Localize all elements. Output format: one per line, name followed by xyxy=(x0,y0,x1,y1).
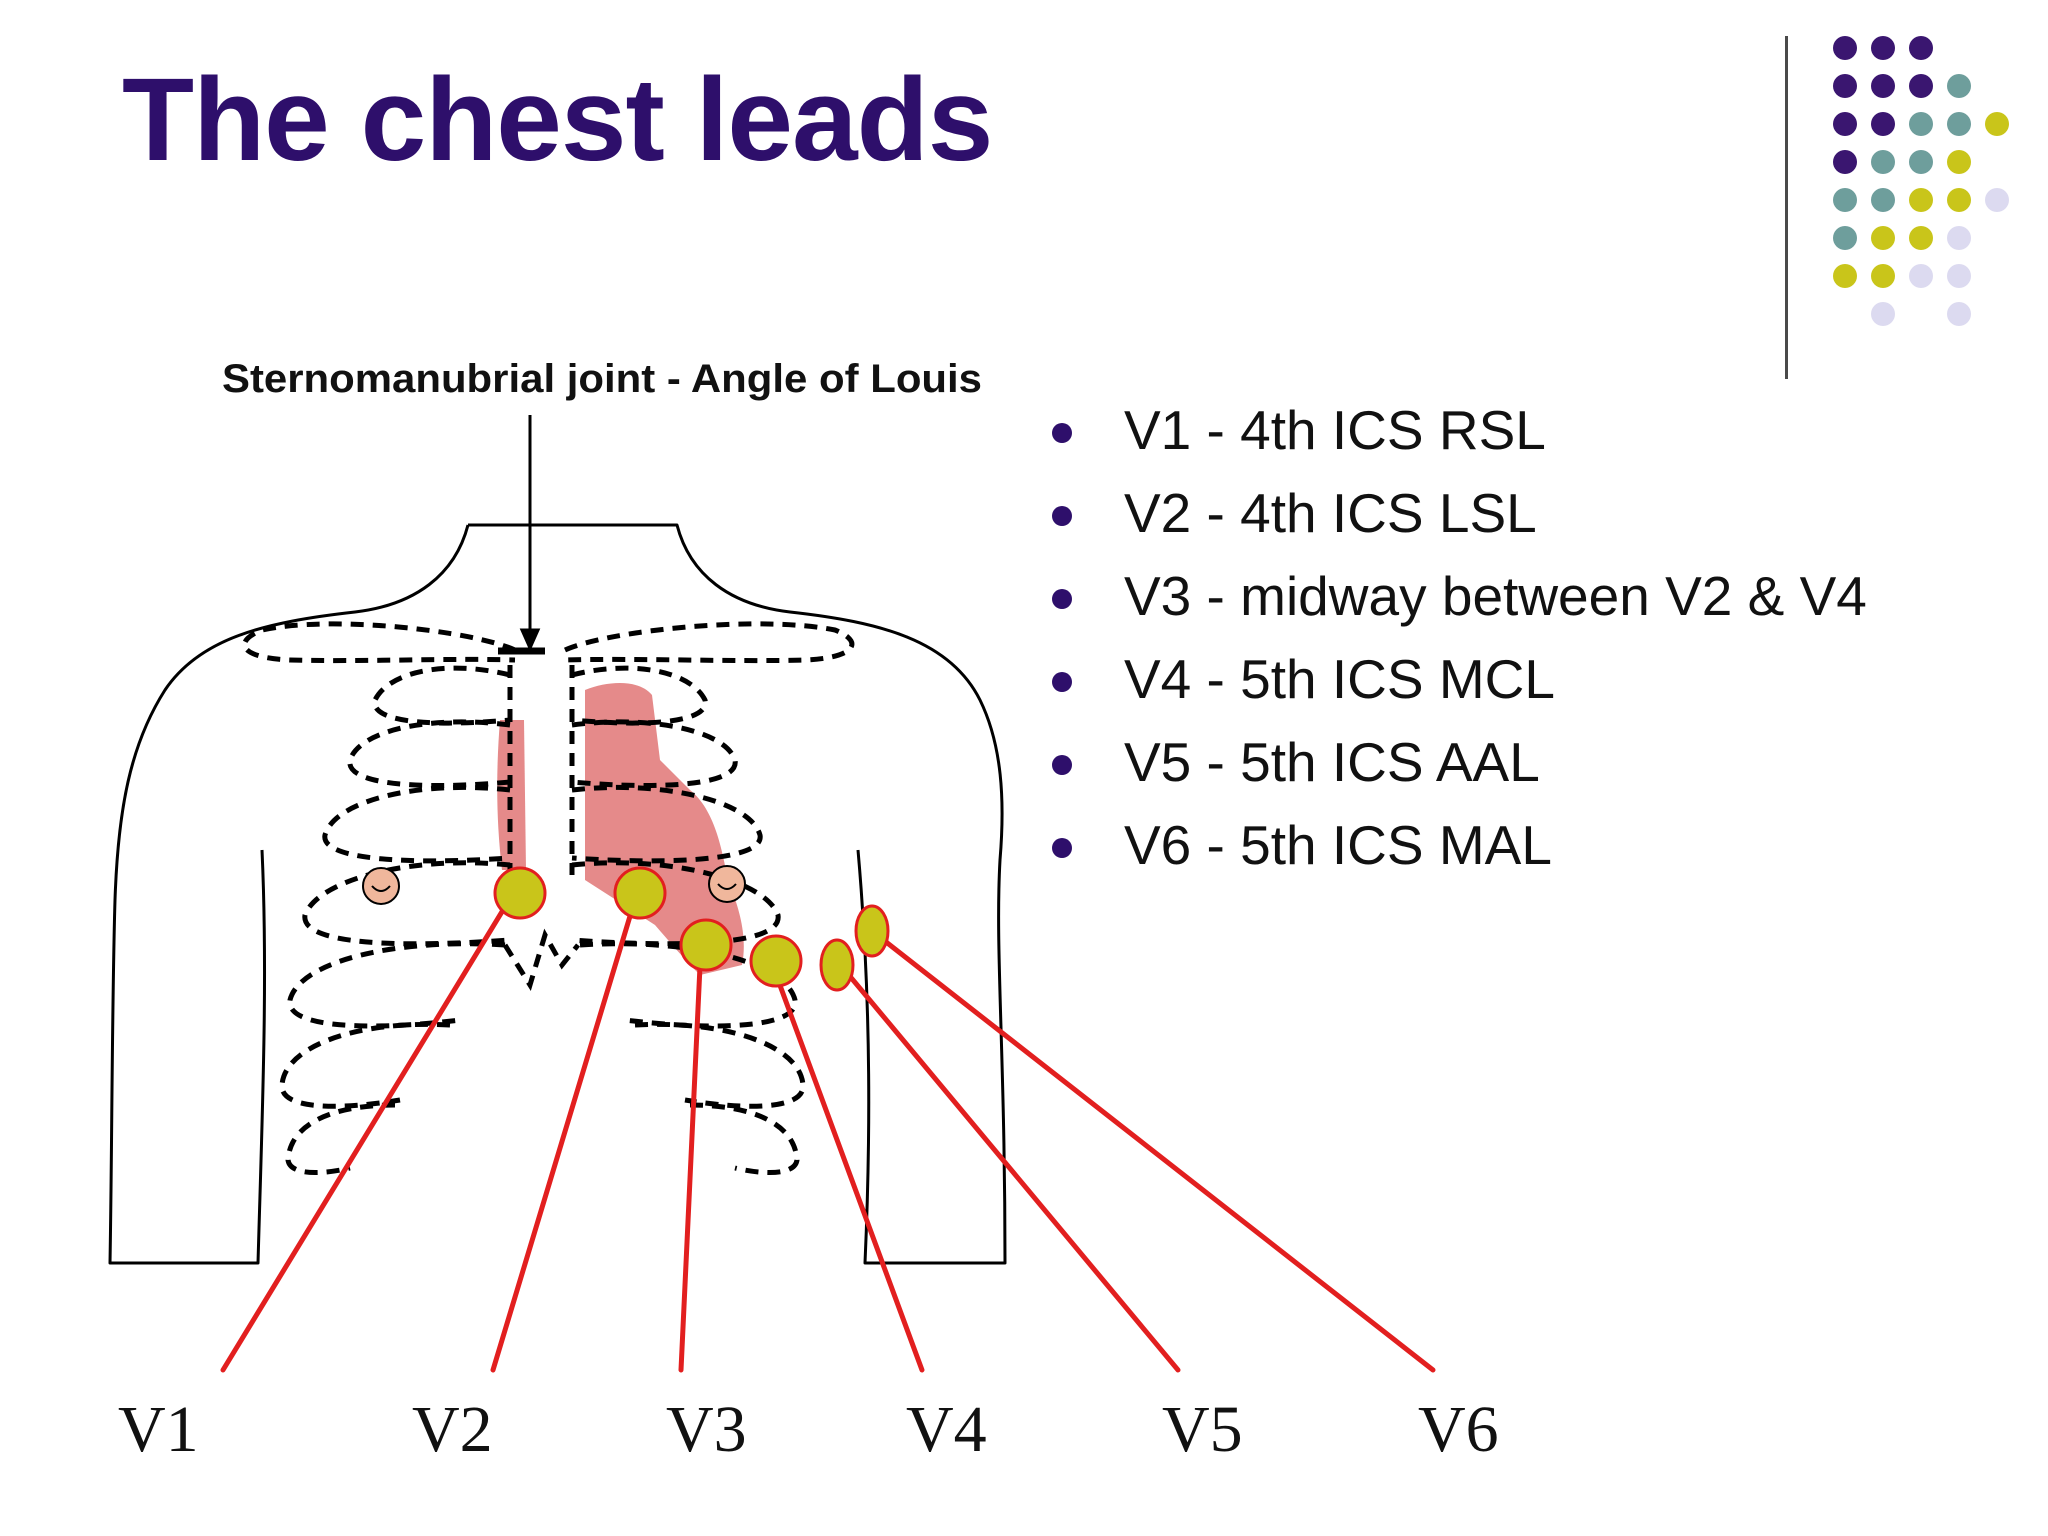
decorative-dot xyxy=(1947,112,1971,136)
electrode-v1 xyxy=(493,866,547,920)
lead-description: V4 - 5th ICS MCL xyxy=(1124,648,1555,710)
decorative-dot xyxy=(1871,264,1895,288)
electrode-v6 xyxy=(854,904,890,958)
title-divider xyxy=(1785,36,1788,379)
bullet-icon xyxy=(1052,672,1072,692)
electrode-v5 xyxy=(819,938,855,992)
electrodes xyxy=(493,866,890,992)
lead-label-v1: V1 xyxy=(118,1393,199,1466)
lead-label-v5: V5 xyxy=(1162,1393,1243,1466)
list-item: V4 - 5th ICS MCL xyxy=(1040,644,1867,727)
electrode-v3 xyxy=(679,918,733,972)
decorative-dot xyxy=(1985,188,2009,212)
angle-of-louis-label: Sternomanubrial joint - Angle of Louis xyxy=(222,357,982,401)
decorative-dot xyxy=(1833,36,1857,60)
decorative-dot xyxy=(1871,302,1895,326)
lead-description: V5 - 5th ICS AAL xyxy=(1124,731,1540,793)
decorative-dot xyxy=(1833,150,1857,174)
decorative-dot xyxy=(1833,188,1857,212)
list-item: V2 - 4th ICS LSL xyxy=(1040,478,1867,561)
list-item: V5 - 5th ICS AAL xyxy=(1040,727,1867,810)
list-item: V1 - 4th ICS RSL xyxy=(1040,395,1867,478)
decorative-dot xyxy=(1947,264,1971,288)
lead-wire-v5 xyxy=(840,965,1181,1373)
decorative-dot xyxy=(1909,264,1933,288)
decorative-dot xyxy=(1909,226,1933,250)
decorative-dot xyxy=(1947,302,1971,326)
right-nipple xyxy=(362,867,400,905)
decorative-dot xyxy=(1909,74,1933,98)
decorative-dot xyxy=(1947,150,1971,174)
electrode-v2 xyxy=(613,866,667,920)
lead-wire-v4 xyxy=(768,958,925,1373)
slide-title: The chest leads xyxy=(122,54,993,186)
lead-label-v6: V6 xyxy=(1418,1393,1499,1466)
torso-outline xyxy=(108,523,1007,1265)
decorative-dot-grid xyxy=(1833,36,2009,326)
angle-of-louis-pointer xyxy=(498,415,545,655)
decorative-dot xyxy=(1909,188,1933,212)
decorative-dot xyxy=(1985,112,2009,136)
decorative-dot xyxy=(1871,226,1895,250)
list-item: V6 - 5th ICS MAL xyxy=(1040,810,1867,893)
lead-description: V3 - midway between V2 & V4 xyxy=(1124,565,1867,627)
bullet-icon xyxy=(1052,755,1072,775)
decorative-dot xyxy=(1909,36,1933,60)
bullet-icon xyxy=(1052,589,1072,609)
left-nipple xyxy=(708,865,746,903)
lead-wires xyxy=(220,889,1436,1373)
bullet-icon xyxy=(1052,506,1072,526)
lead-wire-v2 xyxy=(490,890,640,1373)
lead-wire-v6 xyxy=(869,928,1436,1373)
nipples xyxy=(362,865,746,905)
decorative-dot xyxy=(1833,226,1857,250)
decorative-dot xyxy=(1833,74,1857,98)
lead-description: V6 - 5th ICS MAL xyxy=(1124,814,1552,876)
decorative-dot xyxy=(1833,112,1857,136)
rib-cage xyxy=(242,621,855,1175)
lead-description: V2 - 4th ICS LSL xyxy=(1124,482,1537,544)
list-item: V3 - midway between V2 & V4 xyxy=(1040,561,1867,644)
lead-placement-list: V1 - 4th ICS RSL V2 - 4th ICS LSL V3 - m… xyxy=(1040,395,1867,893)
decorative-dot xyxy=(1909,112,1933,136)
decorative-dot xyxy=(1871,74,1895,98)
lead-label-v2: V2 xyxy=(412,1393,493,1466)
decorative-dot xyxy=(1871,112,1895,136)
lead-wire-v1 xyxy=(220,889,517,1373)
lead-wire-v3 xyxy=(678,942,704,1373)
lead-description: V1 - 4th ICS RSL xyxy=(1124,399,1546,461)
decorative-dot xyxy=(1947,188,1971,212)
decorative-dot xyxy=(1871,36,1895,60)
electrode-v4 xyxy=(749,934,803,988)
bullet-icon xyxy=(1052,838,1072,858)
decorative-dot xyxy=(1947,74,1971,98)
lead-label-v4: V4 xyxy=(906,1393,987,1466)
lead-labels: V1 V2 V3 V4 V5 V6 xyxy=(118,1393,1499,1466)
decorative-dot xyxy=(1871,188,1895,212)
bullet-icon xyxy=(1052,423,1072,443)
decorative-dot xyxy=(1833,264,1857,288)
lead-label-v3: V3 xyxy=(666,1393,747,1466)
decorative-dot xyxy=(1871,150,1895,174)
decorative-dot xyxy=(1909,150,1933,174)
decorative-dot xyxy=(1947,226,1971,250)
